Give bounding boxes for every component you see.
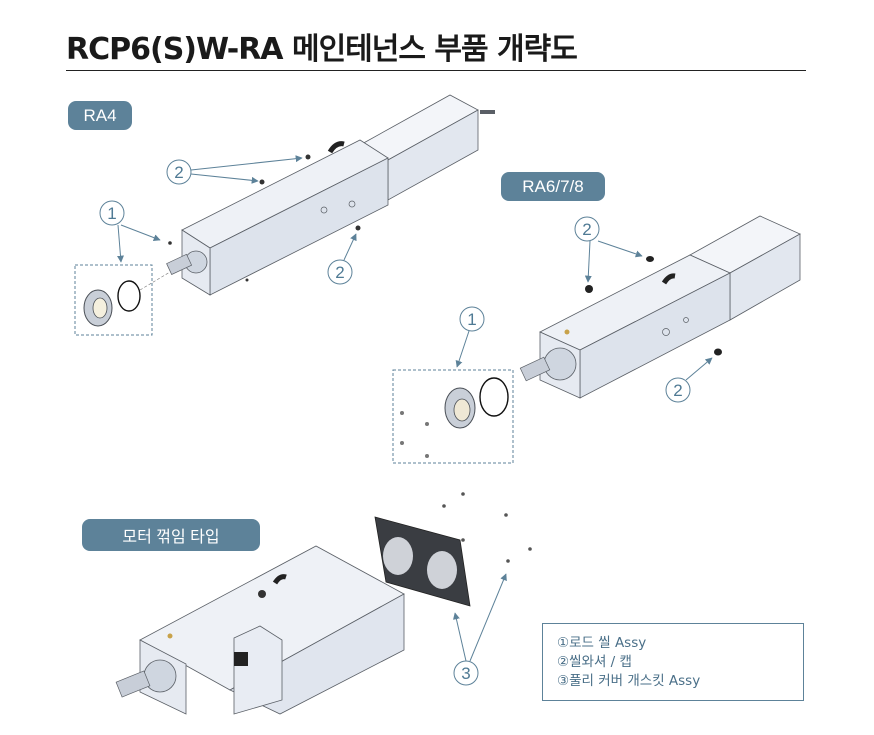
legend-box: ①로드 씰 Assy ②씰와셔 / 캡 ③풀리 커버 개스킷 Assy [542,623,804,701]
ra4-actuator [74,94,495,336]
page-title: RCP6(S)W-RA 메인테넌스 부품 개략도 [66,32,578,67]
section-badge-ra4: RA4 [68,101,132,130]
callout-3: 3 [461,664,470,683]
ra678-actuator [392,215,801,464]
ra4-callouts: 1 2 2 [99,155,357,285]
ra678-callouts: 2 1 2 [455,216,713,403]
legend-item-rod-seal: ①로드 씰 Assy [557,635,647,651]
callout-2-ra4-side: 2 [335,263,344,282]
title-divider [66,70,806,71]
motor-folded-actuator [115,492,532,715]
section-badge-ra678: RA6/7/8 [501,172,605,201]
section-badge-motor-folded: 모터 꺾임 타입 [82,519,260,551]
callout-2-ra4-top: 2 [174,163,183,182]
motor-folded-callouts: 3 [452,573,507,686]
callout-2-ra678-top: 2 [582,220,591,239]
callout-1-ra4: 1 [107,204,116,223]
legend-item-seal-washer-cap: ②씰와셔 / 캡 [557,654,632,670]
callout-2-ra678-side: 2 [673,381,682,400]
legend-item-pulley-cover-gasket: ③풀리 커버 개스킷 Assy [557,673,701,689]
callout-1-ra678: 1 [467,310,476,329]
